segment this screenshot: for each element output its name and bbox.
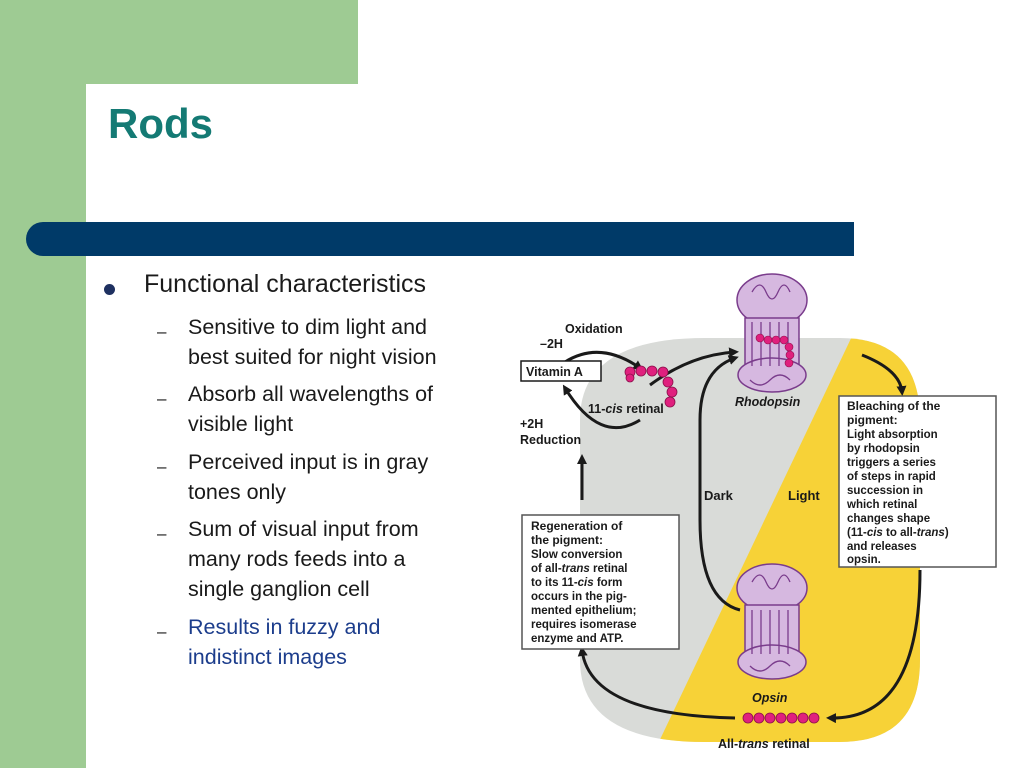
alltrans-italic: trans [738,737,769,751]
bleaching-line: and releases [847,541,917,553]
arrow-to-rhodopsin [649,347,739,387]
top-green-band [0,0,358,84]
sub-bullet-gray-tones: Perceived input is in gray tones only [188,447,488,507]
regen-line: mented epithelium; [531,605,636,617]
regen-line: requires isomerase [531,619,636,631]
sub-line: Perceived input is in gray [188,450,429,474]
sub-bullet-wavelengths: Absorb all wavelengths of visible light [188,379,488,439]
sub-line: Sensitive to dim light and [188,315,428,339]
bleach-seg: to all- [883,527,917,539]
bleach-seg: cis [867,527,883,539]
sub-line: tones only [188,480,287,504]
bleach-seg: trans [917,527,945,539]
regen-line: to its 11-cis form [531,577,622,589]
slide-title: Rods [108,100,213,147]
regen-line: of all-trans retinal [531,563,628,575]
bleaching-line: triggers a series [847,457,936,469]
regen-seg: of all- [531,563,562,575]
light-label: Light [788,488,820,503]
regen-seg: trans [562,563,590,575]
sub-line: indistinct images [188,645,347,669]
regen-title-line2: the pigment: [531,533,603,547]
sub-dash: – [157,389,167,408]
regen-title-line1: Regeneration of [531,519,623,533]
sub-line: many rods feeds into a [188,547,406,571]
cis-retinal-chain [624,365,678,408]
title-divider-bar [26,222,854,256]
cis-suffix: retinal [623,402,664,416]
sub-line: Results in fuzzy and [188,615,381,639]
regen-line: Slow conversion [531,549,622,561]
bleach-seg: (11- [847,527,867,539]
alltrans-prefix: All- [718,737,738,751]
bleach-seg: ) [945,527,949,539]
arrow-to-regeneration [577,646,736,720]
rhodopsin-label: Rhodopsin [735,395,801,409]
arrow-to-alltrans [826,569,922,724]
sub-dash: – [157,322,167,341]
rhodopsin-protein [736,273,808,393]
regen-seg: form [594,577,623,589]
oxidation-label: Oxidation [565,322,623,336]
arrow-dark-pathway [698,355,741,612]
sub-bullet-ganglion: Sum of visual input from many rods feeds… [188,514,488,604]
oxidation-arrow [564,350,644,371]
sub-line: single ganglion cell [188,577,370,601]
sub-dash: – [157,622,167,641]
bleaching-line: changes shape [847,513,930,525]
reduction-arrow [562,384,641,430]
cis-prefix: 11- [588,402,605,416]
sub-line: best suited for night vision [188,345,437,369]
bleaching-line: which retinal [846,499,917,511]
bleaching-line: opsin. [847,554,881,566]
sub-dash: – [157,524,167,543]
regen-seg: cis [578,577,594,589]
alltrans-retinal-chain [742,712,820,724]
plus-2h-label: +2H [520,417,543,431]
vitamin-a-label: Vitamin A [526,365,583,379]
sub-dash: – [157,457,167,476]
sub-line: Absorb all wavelengths of [188,382,434,406]
regeneration-text: Regeneration of the pigment: Slow conver… [531,519,636,645]
dark-label: Dark [704,488,734,503]
sub-bullet-dim-light: Sensitive to dim light and best suited f… [188,312,488,372]
minus-2h-label: –2H [540,337,563,351]
cis-italic: cis [605,402,622,416]
cis-retinal-label: 11-cis retinal [588,402,664,416]
alltrans-suffix: retinal [769,737,810,751]
bleaching-line: of steps in rapid [847,471,936,483]
bleaching-title-line2: pigment: [847,413,898,427]
regen-seg: retinal [590,563,628,575]
arrow-to-bleaching [861,353,907,396]
bullet-dot [104,284,115,295]
bleaching-line: succession in [847,485,923,497]
regeneration-box [521,514,680,650]
left-green-band [0,0,86,768]
alltrans-retinal-label: All-trans retinal [718,737,810,751]
bleaching-box [838,395,997,568]
reduction-label: Reduction [520,433,581,447]
opsin-label: Opsin [752,691,788,705]
regen-seg: to its 11- [531,577,578,589]
bullet-functional-characteristics: Functional characteristics [144,270,427,298]
opsin-protein [736,563,808,680]
bleaching-text: Bleaching of the pigment: Light absorpti… [846,399,949,566]
bleaching-line: by rhodopsin [847,443,920,455]
bleaching-title-line1: Bleaching of the [847,399,941,413]
sub-bullet-fuzzy-images: Results in fuzzy and indistinct images [188,612,488,672]
bleaching-line: Light absorption [847,429,938,441]
sub-line: visible light [188,412,294,436]
vitamin-a-box [520,360,602,382]
regen-line: occurs in the pig- [531,591,627,603]
regen-line: enzyme and ATP. [531,633,623,645]
sub-line: Sum of visual input from [188,517,419,541]
bleaching-line-shape: (11-cis to all-trans) [847,527,949,539]
